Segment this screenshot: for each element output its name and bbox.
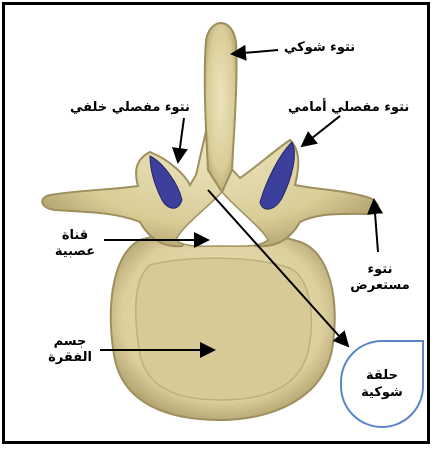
leader-posterior-articular bbox=[178, 118, 184, 162]
leader-anterior-articular bbox=[302, 116, 340, 146]
leader-spinous-process bbox=[232, 50, 278, 54]
label-posterior-articular-process: نتوء مفصلي خلفي bbox=[70, 100, 190, 116]
spinous-process-shape bbox=[205, 23, 237, 192]
label-vertebral-body: جسم الفقرة bbox=[42, 334, 98, 366]
label-neural-canal: قناة عصبية bbox=[50, 228, 100, 260]
label-spinous-process: نتوء شوكي bbox=[284, 40, 355, 56]
spinal-ring-callout: حلقة شوكية bbox=[340, 340, 424, 428]
label-anterior-articular-process: نتوء مفصلي أمامي bbox=[288, 100, 409, 116]
vertebral-body-inner bbox=[136, 258, 312, 400]
label-transverse-process: نتوء مستعرض bbox=[342, 262, 418, 294]
label-spinal-ring: حلقة شوكية bbox=[361, 367, 403, 401]
